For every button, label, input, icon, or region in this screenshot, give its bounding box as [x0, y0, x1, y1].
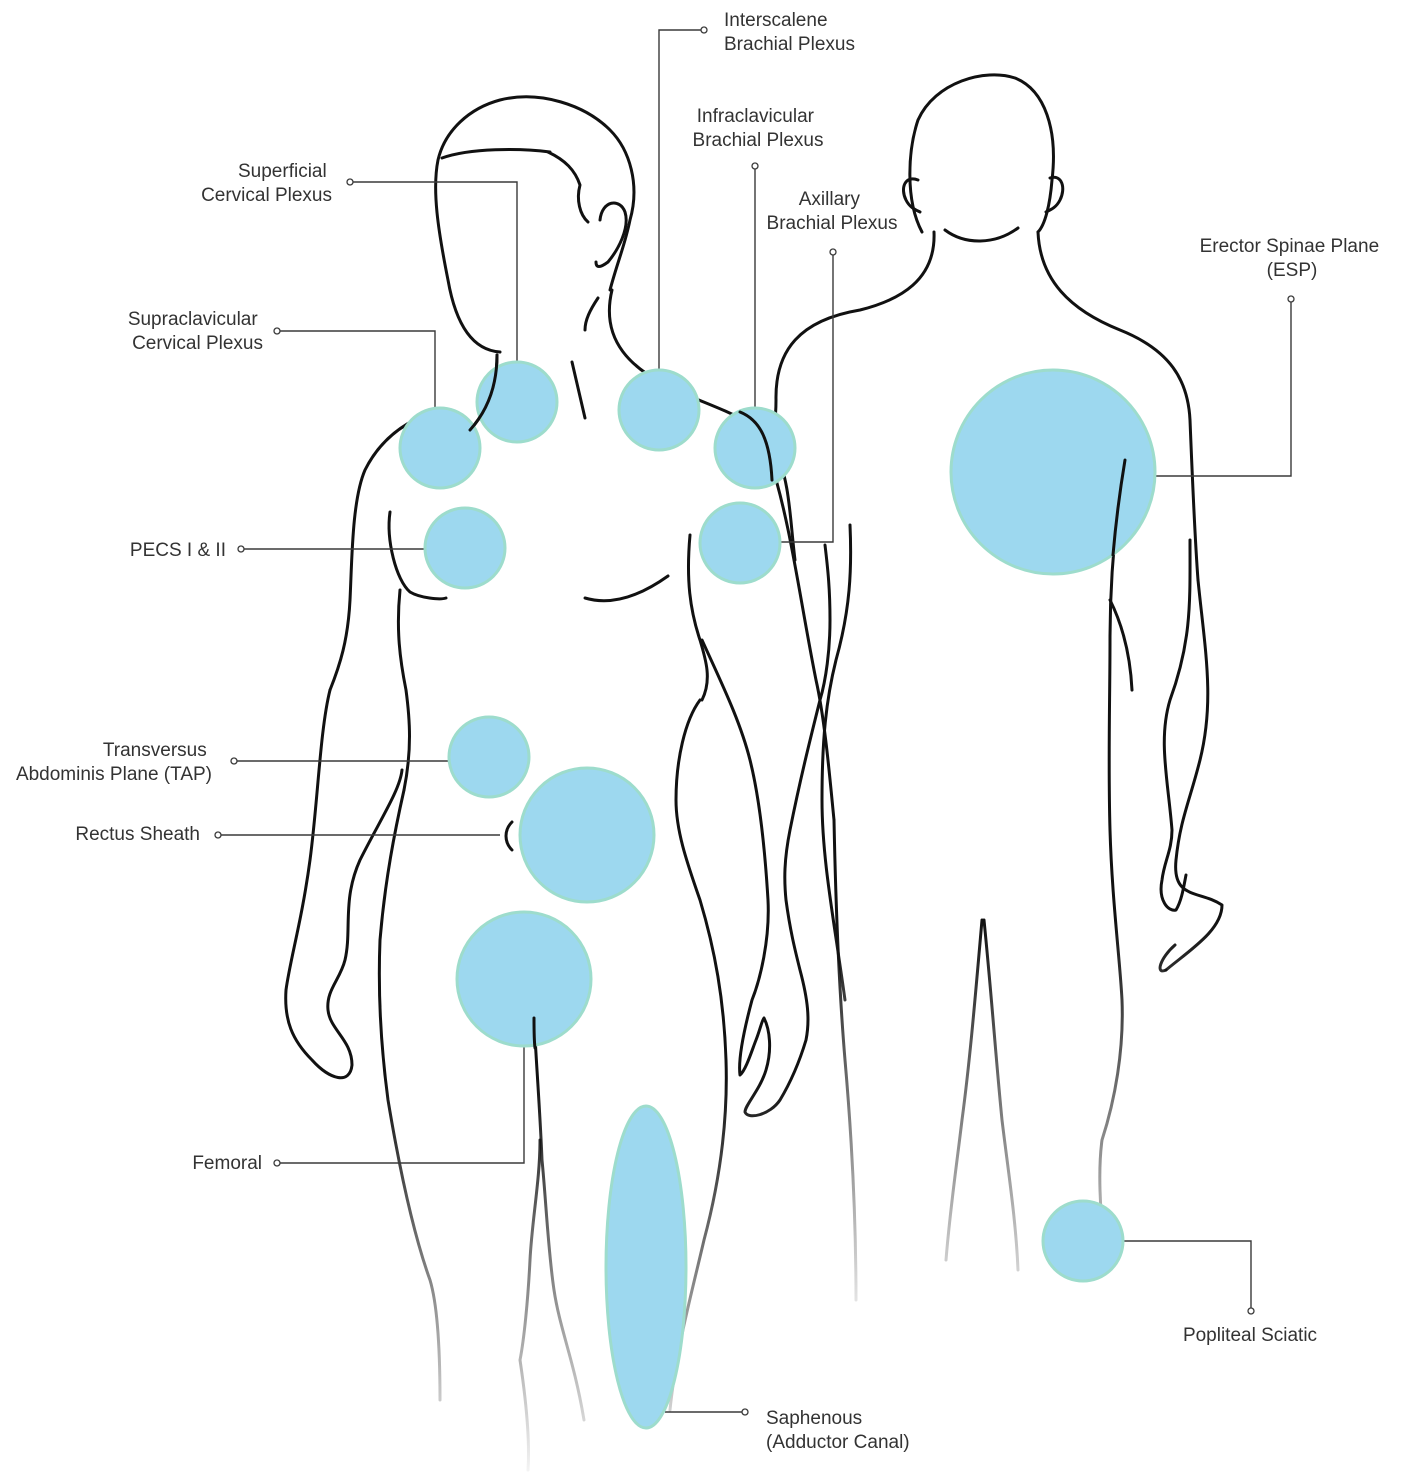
- label-tap: Transversus Abdominis Plane (TAP): [16, 740, 212, 785]
- label-femoral: Femoral: [192, 1153, 262, 1174]
- label-axillary: Axillary Brachial Plexus: [767, 189, 898, 234]
- zone-supraclavicular[interactable]: [400, 408, 480, 488]
- label-supraclavicular: Supraclavicular Cervical Plexus: [128, 309, 263, 354]
- labels: Interscalene Brachial Plexus Infraclavic…: [16, 10, 1384, 1453]
- zone-pecs[interactable]: [425, 508, 505, 588]
- zone-saphenous[interactable]: [606, 1106, 686, 1428]
- label-popliteal-sciatic: Popliteal Sciatic: [1183, 1325, 1317, 1346]
- label-infraclavicular: Infraclavicular Brachial Plexus: [693, 106, 824, 151]
- block-zones: [400, 362, 1155, 1428]
- zone-tap[interactable]: [449, 717, 529, 797]
- leader-lines: [215, 27, 1294, 1415]
- label-esp: Erector Spinae Plane (ESP): [1200, 236, 1385, 281]
- zone-popliteal-sciatic[interactable]: [1043, 1201, 1123, 1281]
- label-superficial-cervical: Superficial Cervical Plexus: [201, 161, 332, 206]
- zone-femoral[interactable]: [457, 912, 591, 1046]
- back-figure-outline: [770, 75, 1222, 1300]
- label-pecs: PECS I & II: [130, 540, 226, 561]
- zone-interscalene[interactable]: [619, 370, 699, 450]
- label-saphenous: Saphenous (Adductor Canal): [766, 1408, 910, 1453]
- label-rectus-sheath: Rectus Sheath: [75, 824, 200, 845]
- label-interscalene: Interscalene Brachial Plexus: [724, 10, 855, 55]
- zone-axillary[interactable]: [700, 503, 780, 583]
- zone-infraclavicular[interactable]: [715, 408, 795, 488]
- zone-rectus-sheath[interactable]: [520, 768, 654, 902]
